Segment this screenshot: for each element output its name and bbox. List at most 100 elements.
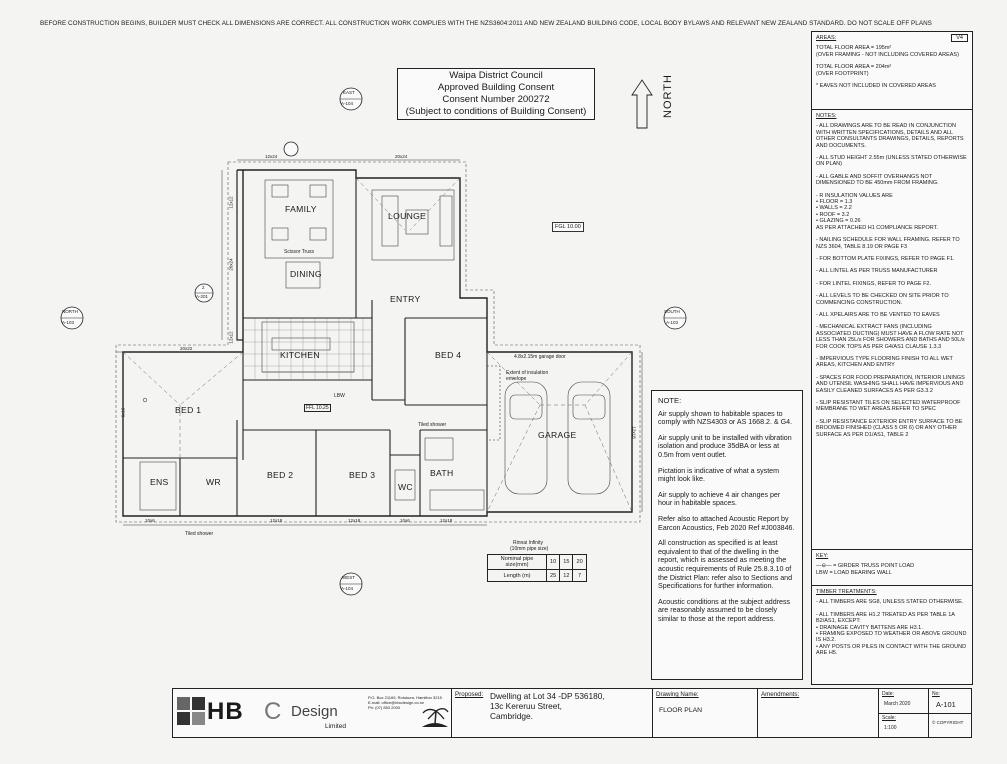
proposed-block: Proposed: Dwelling at Lot 34 -DP 536180,… — [452, 689, 653, 737]
drawing-name-block: Drawing Name: FLOOR PLAN — [653, 689, 758, 737]
lbw-label: LBW — [334, 393, 345, 399]
area-floor2: TOTAL FLOOR AREA = 204m² — [816, 64, 892, 71]
marker-south-dir: SOUTH — [664, 309, 680, 314]
insulation-label: Extent of insulation envelope — [506, 370, 549, 382]
dim-bot5: 12x18 — [440, 518, 453, 523]
date-value: March 2020 — [884, 701, 911, 707]
note-item: - ALL GABLE AND SOFFIT OVERHANGS NOT DIM… — [816, 173, 939, 187]
approval-line-4: (Subject to conditions of Building Conse… — [405, 106, 587, 117]
area-floor1: TOTAL FLOOR AREA = 195m² — [816, 45, 892, 52]
note-item: - ALL XPELAIRS ARE TO BE VENTED TO EAVES — [816, 311, 940, 318]
room-ens: ENS — [150, 477, 169, 487]
note-item: - FOR BOTTOM PLATE FIXINGS, REFER TO PAG… — [816, 255, 955, 262]
key-title: KEY: — [816, 553, 829, 559]
note-item: - R INSULATION VALUES ARE • FLOOR = 1.3 … — [816, 192, 938, 231]
approval-line-1: Waipa District Council — [449, 70, 543, 81]
note-item: - ALL LINTEL AS PER TRUSS MANUFACTURER — [816, 268, 938, 275]
pipe-cell: 25 — [545, 569, 561, 582]
number-value: A-101 — [936, 700, 956, 709]
dim-left3: 12x12 — [228, 331, 234, 344]
dim-left1: 12x12 — [228, 196, 234, 209]
dim-left2: 20x24 — [228, 258, 234, 271]
note-item: - FOR LINTEL FIXINGS, REFER TO PAGE F2. — [816, 280, 932, 287]
proposed-line: Dwelling at Lot 34 -DP 536180, — [490, 691, 605, 701]
marker-north-ref: A-103 — [62, 320, 75, 325]
rinnai-size: (10mm pipe size) — [510, 546, 549, 552]
note-item: - ALL STUD HEIGHT 2.55m (UNLESS STATED O… — [816, 155, 967, 168]
note-para: Pictation is indicative of what a system… — [658, 466, 780, 484]
girder-symbol-icon: —⊖— — [816, 563, 832, 570]
room-bed1: BED 1 — [175, 405, 202, 415]
copyright-text: COPYRIGHT — [936, 720, 964, 725]
pipe-cell: 10 — [545, 554, 561, 570]
dim-bot3: 12x18 — [348, 518, 361, 523]
logo-hb: HB — [207, 698, 244, 725]
rinnai-label: Rinnai Infinity — [513, 540, 544, 546]
pipe-cell: 12 — [559, 569, 574, 582]
title-block: HB C Design Limited P.O. Box 21169, Roto… — [172, 688, 972, 738]
logo-limited: Limited — [325, 723, 346, 730]
notes-title: NOTES: — [816, 113, 837, 119]
company-logo-block: HB C Design Limited P.O. Box 21169, Roto… — [173, 689, 452, 737]
dim-bot4: 10x6 — [400, 518, 410, 523]
dim-right1: 12x18 — [631, 426, 637, 439]
room-kitchen: KITCHEN — [280, 350, 320, 360]
drawing-name-value: FLOOR PLAN — [659, 707, 703, 714]
marker-west-dir: WEST — [342, 575, 355, 580]
note-item: - ALL LEVELS TO BE CHECKED ON SITE PRIOR… — [816, 293, 949, 306]
tiled-shower-label: Tiled shower — [185, 531, 214, 537]
date-block: Date: March 2020 Scale: 1:100 — [879, 689, 929, 737]
note-para: Air supply unit to be installed with vib… — [658, 433, 792, 459]
room-wr: WR — [206, 477, 221, 487]
room-wc: WC — [398, 482, 413, 492]
pipe-row1-label: Nominal pipe size(mm) — [487, 554, 547, 570]
pipe-cell: 15 — [559, 554, 574, 570]
note-item: - IMPERVIOUS TYPE FLOORING FINISH TO ALL… — [816, 355, 953, 369]
note-para: Refer also to attached Acoustic Report b… — [658, 514, 795, 532]
approval-line-3: Consent Number 200272 — [442, 94, 550, 105]
eaves-note: * EAVES NOT INCLUDED IN COVERED AREAS — [816, 83, 936, 90]
copyright-icon: © — [932, 720, 936, 725]
amendments-block: Amendments: — [758, 689, 879, 737]
scissor-truss-label: Scissor Truss — [284, 249, 315, 255]
dim-bot1: 10x6 — [145, 518, 155, 523]
contact-phone: Ph: (07) 853 2000 — [368, 705, 401, 710]
timber-item: - ALL TIMBERS ARE H1.2 TREATED AS PER TA… — [816, 611, 967, 657]
key-lbw: LBW = LOAD BEARING WALL — [816, 569, 892, 576]
room-bed2: BED 2 — [267, 470, 294, 480]
notes-section: NOTES: - ALL DRAWINGS ARE TO BE READ IN … — [812, 110, 972, 550]
contact-email: E-mail: office@hbcdesign.co.nz — [368, 700, 425, 705]
amendments-label: Amendments: — [761, 691, 800, 698]
dim-top2: 20x24 — [395, 154, 408, 159]
note-item: - SLIP RESISTANT TILES ON SELECTED WATER… — [816, 400, 961, 413]
room-bed3: BED 3 — [349, 470, 376, 480]
marker-north-dir: NORTH — [62, 309, 78, 314]
note-para: All construction as specified is at leas… — [658, 539, 793, 591]
timber-item: - ALL TIMBERS ARE SG8, UNLESS STATED OTH… — [816, 599, 964, 606]
room-bath: BATH — [430, 468, 454, 478]
dim-bed1-top: 20x22 — [180, 346, 193, 351]
approval-line-2: Approved Building Consent — [437, 82, 555, 93]
pipe-row2-label: Length (m) — [487, 569, 547, 582]
pipe-size-table: Nominal pipe size(mm) 10 15 20 Length (m… — [487, 554, 587, 582]
version-badge: V4 — [951, 34, 968, 43]
proposed-label: Proposed: — [455, 691, 484, 698]
pipe-cell: 20 — [572, 554, 587, 570]
proposed-line: 13c Kereruu Street, — [490, 701, 562, 711]
marker-west-ref: A-104 — [341, 586, 354, 591]
drawing-name-label: Drawing Name: — [656, 691, 699, 698]
palm-island-icon — [422, 708, 449, 727]
timber-section: TIMBER TREATMENTS: - ALL TIMBERS ARE SG8… — [812, 586, 972, 666]
garage-door-label: 4.8x2.15m garage door — [514, 354, 566, 360]
marker-east-ref: A-104 — [341, 101, 354, 106]
scale-label: Scale: — [882, 715, 896, 721]
construction-notice: BEFORE CONSTRUCTION BEGINS, BUILDER MUST… — [40, 20, 932, 27]
key-girder: = GIRDER TRUSS POINT LOAD — [833, 563, 915, 570]
copyright-badge: © COPYRIGHT — [932, 720, 963, 725]
specs-side-panel: AREAS: V4 TOTAL FLOOR AREA = 195m² (OVER… — [811, 31, 973, 685]
number-label: No: — [932, 691, 940, 697]
room-entry: ENTRY — [390, 294, 421, 304]
dim-top1: 12x24 — [265, 154, 278, 159]
area-floor1-note: (OVER FRAMING - NOT INCLUDING COVERED AR… — [816, 51, 959, 58]
